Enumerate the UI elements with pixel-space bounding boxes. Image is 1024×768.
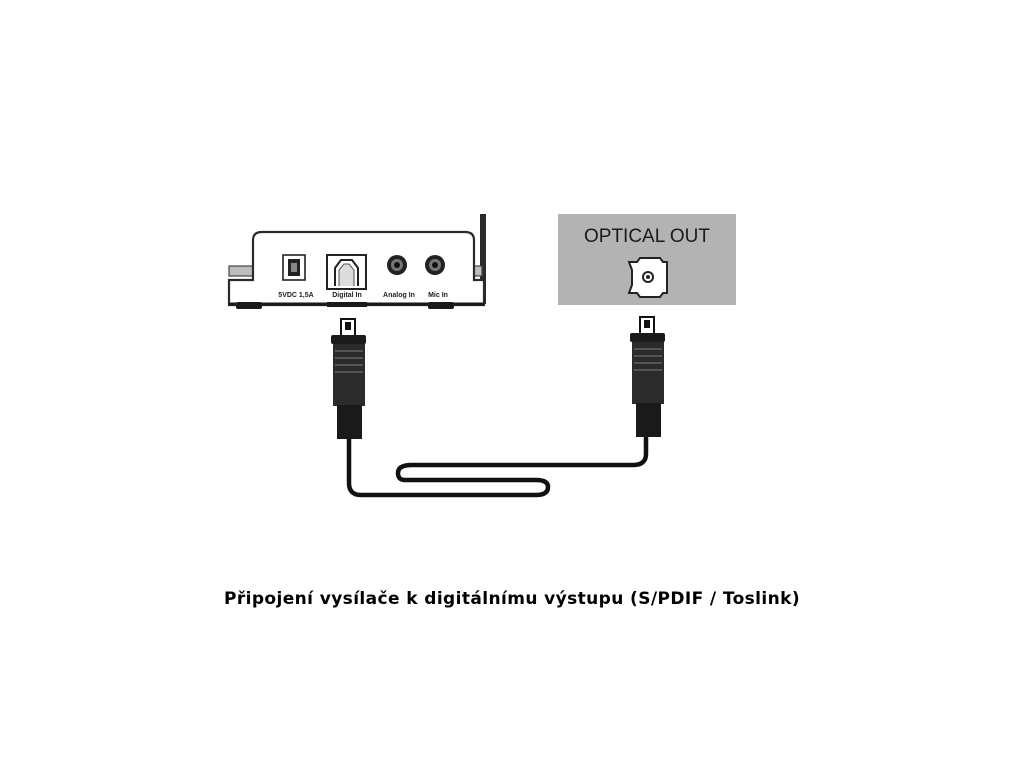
right-toslink-plug <box>630 316 665 437</box>
mic-in-label: Mic In <box>428 292 448 299</box>
optical-out-title: OPTICAL OUT <box>584 226 710 247</box>
analog-in-label: Analog In <box>383 292 415 299</box>
power-label: 5VDC 1,5A <box>278 292 313 299</box>
diagram-caption: Připojení vysílače k digitálnímu výstupu… <box>223 589 800 609</box>
optical-out-port <box>627 257 668 298</box>
digital-in-label: Digital In <box>332 292 362 299</box>
transmitter-device: 5VDC 1,5A Digital In Analog In Mic In <box>227 214 486 309</box>
optical-out-panel: OPTICAL OUT <box>558 214 736 305</box>
power-jack <box>282 254 306 281</box>
analog-in-jack <box>387 255 407 275</box>
optical-cable <box>346 433 649 498</box>
mic-in-jack <box>425 255 445 275</box>
left-toslink-plug <box>331 318 366 439</box>
digital-in-port <box>326 254 367 290</box>
